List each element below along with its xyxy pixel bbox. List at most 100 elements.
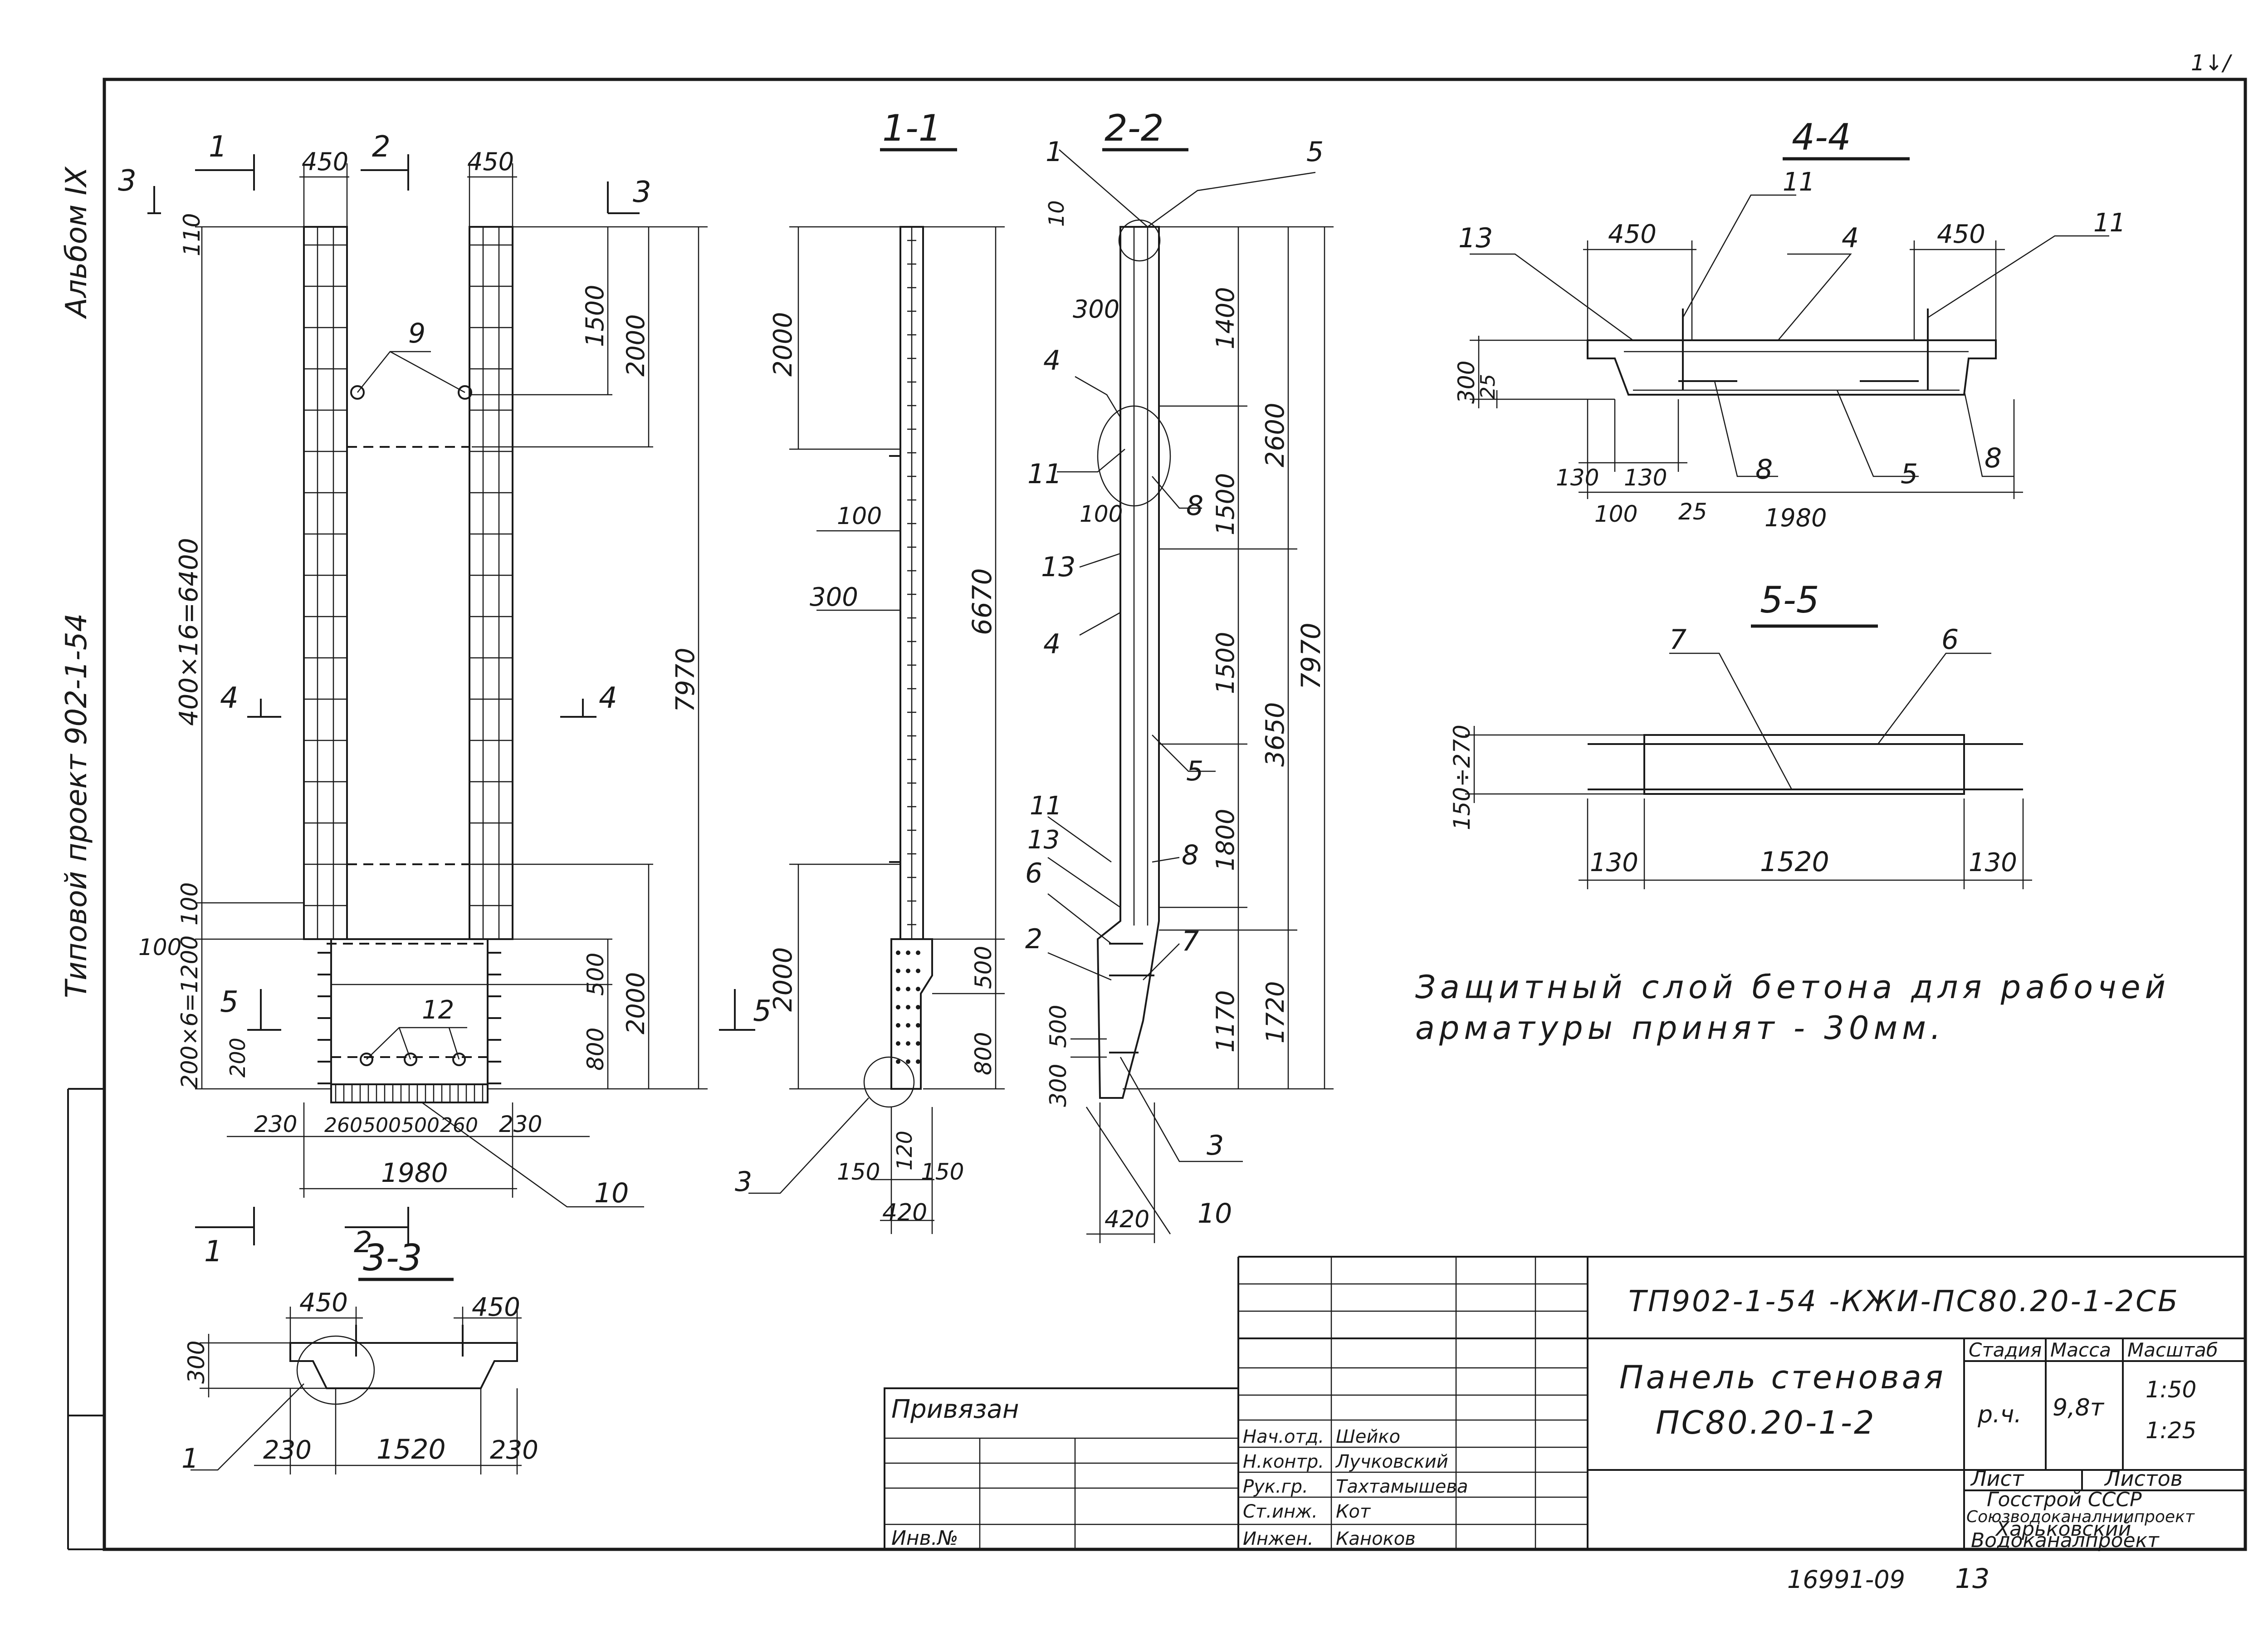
s22-dim-1500a: 1500 — [1211, 473, 1240, 535]
elev-dim-450-right: 450 — [467, 147, 514, 176]
s22-callout-13b: 13 — [1027, 825, 1060, 855]
s11-bar-dot — [916, 950, 920, 955]
s22-dim-7970: 7970 — [1295, 622, 1326, 690]
s44-dim-25b: 25 — [1678, 499, 1707, 525]
s22-dim-1500b: 1500 — [1211, 632, 1240, 694]
elev-dim-6400: 400×16=6400 — [174, 538, 204, 726]
tb-person-name: Лучковский — [1335, 1451, 1448, 1472]
title-block — [884, 1256, 2245, 1550]
tb-privyazan: Привязан — [891, 1395, 1019, 1424]
cut-mark-5-right: 5 — [753, 994, 772, 1028]
side-project-label: Типовой проект 902-1-54 — [60, 613, 93, 998]
s22-dim-100: 100 — [1080, 501, 1123, 527]
cut-mark-4-left: 4 — [220, 681, 239, 715]
tb-title-line-2: ПС80.20-1-2 — [1656, 1404, 1876, 1441]
s22-callout-7: 7 — [1182, 926, 1199, 957]
s44-dim-1980: 1980 — [1765, 504, 1827, 532]
corner-mark: 1↓/ — [2191, 50, 2233, 76]
s44-callout-11a: 11 — [1783, 167, 1815, 197]
section-4-4 — [1470, 157, 2109, 499]
tb-person-name: Кот — [1336, 1501, 1371, 1522]
s22-callout-8b: 8 — [1182, 839, 1199, 871]
s22-dim-3650: 3650 — [1261, 702, 1290, 767]
sheet-frame — [67, 78, 2247, 1551]
s44-callout-5: 5 — [1901, 458, 1918, 490]
s22-callout-6: 6 — [1025, 857, 1042, 889]
tb-role: Н.контр. — [1243, 1451, 1324, 1472]
cut-mark-1-bottom: 1 — [204, 1235, 223, 1269]
s22-callout-1: 1 — [1046, 136, 1063, 168]
title-block-roles: Нач.отд.ШейкоН.контр.ЛучковскийРук.гр.Та… — [1243, 1426, 1468, 1549]
s33-dim-230a: 230 — [263, 1435, 312, 1465]
s11-dim-500: 500 — [970, 946, 997, 989]
s33-dim-450b: 450 — [472, 1293, 520, 1322]
embed-hole-2 — [404, 1053, 417, 1066]
s11-bar-dot — [896, 1023, 900, 1028]
s11-dim-150b: 150 — [921, 1159, 964, 1185]
s11-dim-2000a: 2000 — [768, 312, 798, 377]
callout-10: 10 — [594, 1177, 629, 1209]
tb-scale-1: 1:50 — [2146, 1376, 2196, 1403]
elev-dim-100a: 100 — [176, 882, 203, 926]
s11-bar-dot — [896, 987, 900, 991]
section-1-1 — [748, 148, 1005, 1234]
s55-callout-6: 6 — [1941, 624, 1959, 656]
s11-bar-dot — [906, 1023, 910, 1028]
s55-title: 5-5 — [1760, 579, 1819, 621]
tb-role: Ст.инж. — [1243, 1501, 1318, 1522]
tb-role: Инжен. — [1243, 1528, 1314, 1549]
s22-dim-500: 500 — [1045, 1005, 1071, 1048]
section-5-5 — [1465, 624, 2032, 889]
s11-dim-120: 120 — [892, 1131, 917, 1171]
elev-dim-1500: 1500 — [581, 285, 609, 347]
s22-callout-5-mid: 5 — [1186, 755, 1203, 787]
s33-dim-300: 300 — [183, 1341, 210, 1384]
s22-dim-420: 420 — [1105, 1206, 1149, 1233]
tb-scale-2: 1:25 — [2146, 1417, 2196, 1444]
s22-title: 2-2 — [1105, 107, 1164, 149]
s11-bar-dot — [906, 969, 910, 973]
s11-bar-dot — [906, 987, 910, 991]
s11-dim-100: 100 — [837, 503, 882, 530]
s11-callout-3: 3 — [735, 1166, 752, 1198]
s22-callout-13a: 13 — [1041, 551, 1075, 583]
s22-callout-11a: 11 — [1027, 458, 1062, 490]
s11-bar-dot — [896, 1059, 900, 1064]
s11-bar-dot — [906, 950, 910, 955]
tb-person-name: Шейко — [1336, 1426, 1400, 1447]
rib-stirrups — [304, 244, 513, 906]
tb-stage: р.ч. — [1977, 1401, 2022, 1428]
s22-callout-4b: 4 — [1043, 628, 1061, 660]
s22-callout-5-top: 5 — [1306, 136, 1324, 168]
s44-callout-11b: 11 — [2093, 208, 2126, 238]
s22-callout-10: 10 — [1198, 1198, 1232, 1229]
elev-dim-7970: 7970 — [671, 647, 700, 712]
s22-dim-1720: 1720 — [1261, 981, 1290, 1043]
s55-callout-7: 7 — [1669, 624, 1686, 656]
s44-title: 4-4 — [1792, 116, 1851, 158]
elev-dim-110: 110 — [179, 213, 205, 256]
tb-person-name: Тахтамышева — [1336, 1476, 1468, 1497]
s22-callout-11b: 11 — [1030, 791, 1062, 821]
s11-bar-dot — [916, 969, 920, 973]
s11-title: 1-1 — [882, 107, 942, 149]
tb-person-name: Каноков — [1336, 1528, 1416, 1549]
s22-callout-4: 4 — [1043, 345, 1061, 377]
tb-org-4: Водоканалпроект — [1971, 1529, 2160, 1552]
s33-callout-1: 1 — [181, 1443, 199, 1474]
s11-bar-dot — [906, 1059, 910, 1064]
elev-dim-100b: 100 — [138, 934, 181, 960]
tb-org-3: Харьковский — [1995, 1518, 2131, 1541]
cut-mark-2-top: 2 — [372, 130, 391, 164]
elev-dim-200: 200 — [225, 1038, 250, 1078]
s55-dim-1520: 1520 — [1760, 846, 1829, 878]
s44-callout-13: 13 — [1458, 222, 1493, 254]
s11-dim-800: 800 — [970, 1032, 997, 1075]
s11-dim-420: 420 — [882, 1199, 927, 1226]
s11-bar-dot — [916, 1041, 920, 1046]
side-album-label: Альбом IX — [60, 166, 93, 319]
section-3-3 — [191, 1278, 522, 1474]
callout-9: 9 — [408, 318, 425, 349]
s11-bar-dot — [916, 987, 920, 991]
